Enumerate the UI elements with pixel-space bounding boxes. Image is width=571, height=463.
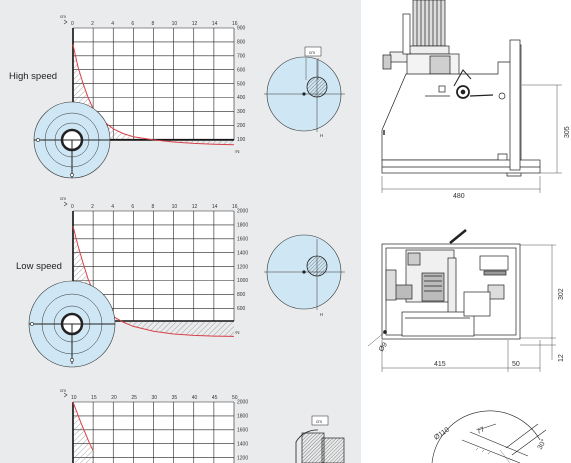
dimension-top-offset: 50 xyxy=(512,361,520,368)
y-tick-label: 1800 xyxy=(237,414,248,420)
speed-label: Low speed xyxy=(16,261,62,272)
y-tick-label: 900 xyxy=(237,26,246,32)
y-tick-label: 2000 xyxy=(237,400,248,406)
arrow-icon xyxy=(63,392,68,398)
dimension-detail-2: 30° xyxy=(536,438,548,451)
dimension-top-width: 415 xyxy=(434,361,446,368)
y-tick-label: 1600 xyxy=(237,428,248,434)
x-tick-label: 6 xyxy=(131,204,134,210)
y-unit-n: ↑N xyxy=(234,149,240,154)
dimension-side-height: 305 xyxy=(564,126,571,138)
x-unit-cm: cm xyxy=(60,196,66,201)
offset-unit-cm: cm xyxy=(309,50,315,55)
y-tick-label: 700 xyxy=(237,54,246,60)
y-tick-label: 1800 xyxy=(237,223,248,229)
x-tick-labels: 0 2 4 6 8 10 12 14 16 xyxy=(71,21,238,27)
x-tick-label: 0 xyxy=(71,204,74,210)
x-tick-label: 8 xyxy=(152,204,155,210)
y-tick-label: 400 xyxy=(237,95,246,101)
load-curve xyxy=(72,401,94,451)
y-tick-labels: 2000 1800 1600 1400 1200 xyxy=(237,400,248,462)
x-tick-label: 4 xyxy=(111,21,114,27)
x-tick-label: 0 xyxy=(71,21,74,27)
y-tick-label: 1200 xyxy=(237,455,248,461)
y-tick-label: 500 xyxy=(237,81,246,87)
x-tick-label: 10 xyxy=(172,204,178,210)
x-tick-label: 40 xyxy=(192,395,198,401)
y-tick-label: 600 xyxy=(237,67,246,73)
x-tick-label: 25 xyxy=(131,395,137,401)
machine-side-view xyxy=(381,0,562,193)
y-tick-label: 1400 xyxy=(237,441,248,447)
x-tick-label: 2 xyxy=(91,21,94,27)
x-tick-label: 14 xyxy=(212,204,218,210)
load-area xyxy=(73,226,234,337)
grinding-disc xyxy=(33,101,111,179)
y-tick-label: 1400 xyxy=(237,250,248,256)
y-tick-label: 1000 xyxy=(237,278,248,284)
x-tick-label: 6 xyxy=(131,21,134,27)
y-tick-label: 200 xyxy=(237,123,246,129)
disc-detail-view xyxy=(431,410,547,463)
x-tick-label: 8 xyxy=(152,21,155,27)
load-curve xyxy=(72,226,235,337)
x-tick-label: 10 xyxy=(71,395,77,401)
chart-grid xyxy=(72,401,235,463)
x-tick-label: 20 xyxy=(111,395,117,401)
x-tick-label: 2 xyxy=(91,204,94,210)
machine-top-view xyxy=(367,229,556,372)
grinding-disc xyxy=(28,280,116,368)
y-tick-labels: 900 800 700 600 500 400 300 200 100 xyxy=(237,26,246,143)
x-unit-cm: cm xyxy=(60,388,66,393)
workpiece-diagram: H xyxy=(264,234,345,317)
x-tick-label: 15 xyxy=(91,395,97,401)
load-area xyxy=(73,402,94,463)
y-tick-label: 800 xyxy=(237,40,246,46)
x-tick-label: 45 xyxy=(212,395,218,401)
dimension-detail-1: 77 xyxy=(476,426,486,436)
arrow-icon xyxy=(63,201,68,207)
dimension-circle-diameter: Ø110 xyxy=(433,426,451,441)
y-tick-label: 300 xyxy=(237,109,246,115)
y-tick-label: 1600 xyxy=(237,237,248,243)
y-tick-label: 1200 xyxy=(237,264,248,270)
dimension-top-height: 302 xyxy=(558,288,565,300)
x-tick-label: 12 xyxy=(192,21,198,27)
chart-third: cm 10 15 20 25 30 35 40 45 50 2000 1800 1600 1400 12… xyxy=(60,388,345,463)
y-tick-label: 100 xyxy=(237,137,246,143)
x-tick-label: 4 xyxy=(111,204,114,210)
x-tick-label: 10 xyxy=(172,21,178,27)
speed-label: High speed xyxy=(9,71,57,82)
x-tick-label: 35 xyxy=(172,395,178,401)
height-unit-h: H xyxy=(320,312,323,317)
x-tick-label: 50 xyxy=(232,395,238,401)
x-tick-label: 16 xyxy=(232,21,238,27)
y-unit-n: ↑N xyxy=(234,330,240,335)
x-tick-labels: 10 15 20 25 30 35 40 45 50 xyxy=(71,395,238,401)
y-tick-label: 2000 xyxy=(237,209,248,215)
chart-low-speed: cm 0 2 4 6 8 10 12 14 16 2000 1800 1600 1400 1200 100… xyxy=(16,196,345,368)
x-unit-cm: cm xyxy=(60,14,66,19)
y-tick-labels: 2000 1800 1600 1400 1200 1000 800 600 xyxy=(237,209,248,312)
y-tick-label: 800 xyxy=(237,292,246,298)
height-unit-h: H xyxy=(320,133,323,138)
dimension-hole: Ø9 xyxy=(378,341,389,353)
dimension-top-small: 12 xyxy=(558,354,565,362)
y-tick-label: 600 xyxy=(237,306,246,312)
offset-unit-cm: cm xyxy=(316,419,322,424)
x-tick-labels: 0 2 4 6 8 10 12 14 16 xyxy=(71,204,238,210)
load-curve xyxy=(72,44,235,146)
x-tick-label: 14 xyxy=(212,21,218,27)
workpiece-diagram: cm H xyxy=(264,46,345,138)
dimension-side-width: 480 xyxy=(453,193,465,200)
x-tick-label: 12 xyxy=(192,204,198,210)
arrow-icon xyxy=(63,19,68,25)
x-tick-label: 16 xyxy=(232,204,238,210)
workpiece-diagram: cm xyxy=(295,415,345,463)
chart-high-speed: cm 0 2 4 6 8 10 12 14 16 900 800 700 600 500 400 300 20… xyxy=(9,14,345,179)
x-tick-label: 30 xyxy=(152,395,158,401)
